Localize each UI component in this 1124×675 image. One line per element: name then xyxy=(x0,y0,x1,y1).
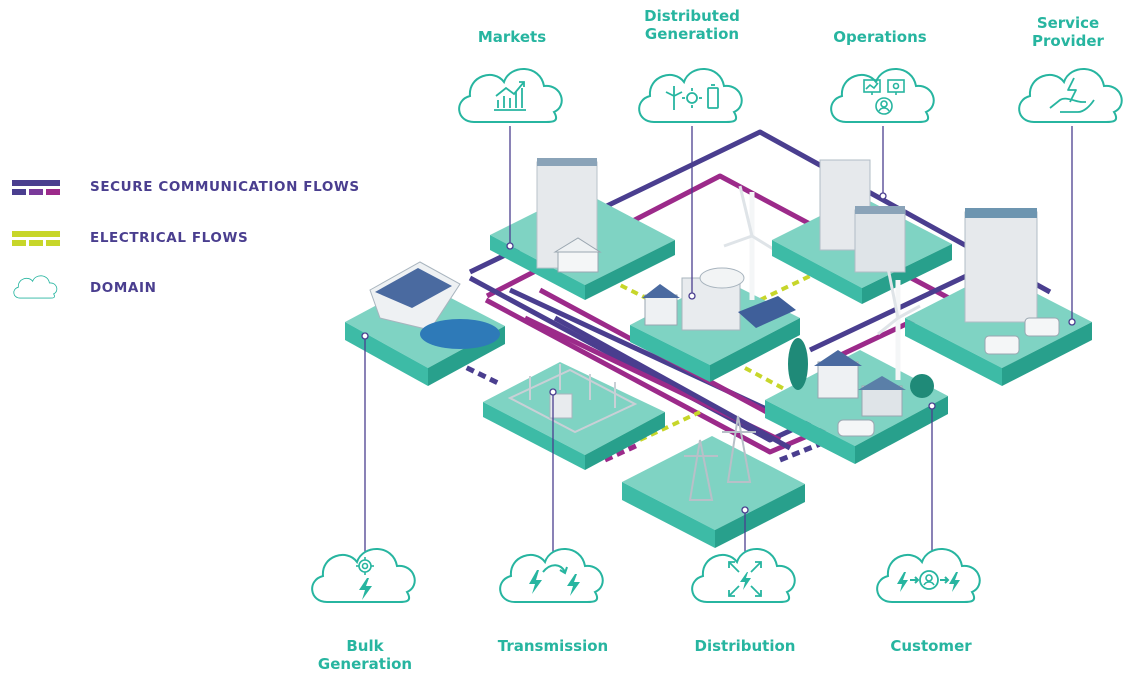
distributed-generation-cloud xyxy=(638,67,743,123)
solar-panel-array xyxy=(738,296,796,328)
electrical-flows xyxy=(609,274,811,442)
operations-tile xyxy=(772,159,952,304)
operations-cloud xyxy=(830,67,935,123)
tiles xyxy=(345,158,1092,548)
customer-tile xyxy=(765,267,948,464)
customer-house xyxy=(817,361,859,399)
markets-label: Markets xyxy=(477,28,547,46)
lightning-arrow-lightning-icon xyxy=(529,564,580,596)
service-provider-tile xyxy=(905,208,1092,386)
connectors xyxy=(361,126,1076,552)
service-van xyxy=(1024,317,1060,337)
solar-house xyxy=(644,294,678,326)
electrical-flow-line xyxy=(759,274,811,302)
secure-flow-line xyxy=(553,315,792,451)
electrical-flows-swatch-icon xyxy=(12,231,60,246)
monitors-operator-icon xyxy=(863,79,905,115)
electric-car xyxy=(837,419,875,437)
legend-secure-flows-label: SECURE COMMUNICATION FLOWS xyxy=(90,179,360,195)
distribution-cloud xyxy=(691,547,796,603)
lightning-icon xyxy=(740,572,751,590)
bulk-generation-label: Bulk Generation xyxy=(317,637,413,673)
markets-tile xyxy=(490,158,675,300)
tree xyxy=(788,338,808,390)
bar-chart-growth-icon xyxy=(494,81,526,111)
customer-label: Customer xyxy=(890,637,972,655)
transmission-tile xyxy=(483,362,665,470)
markets-cloud xyxy=(458,67,563,123)
legend-domain-label: DOMAIN xyxy=(90,280,157,296)
service-provider-label: Service Provider xyxy=(1032,14,1104,50)
legend-electrical-flows-label: ELECTRICAL FLOWS xyxy=(90,230,249,246)
secure-flows-swatch-icon xyxy=(12,180,60,195)
lightning-icon xyxy=(359,578,372,600)
secure-flow-line xyxy=(453,359,502,387)
transmission-cloud xyxy=(499,547,604,603)
domain-cloud-swatch-icon xyxy=(13,275,58,299)
service-provider-cloud xyxy=(1018,67,1123,123)
gear-lightning-icon xyxy=(356,557,374,575)
distributed-generation-label: Distributed Generation xyxy=(644,7,740,43)
water-reservoir xyxy=(420,319,500,349)
power-pylon xyxy=(684,415,756,501)
wind-sun-battery-icon xyxy=(665,84,719,110)
lightning-person-lightning-icon xyxy=(897,570,960,592)
bulk-generation-cloud xyxy=(311,547,416,603)
service-van xyxy=(984,335,1020,355)
distribution-label: Distribution xyxy=(694,637,796,655)
electrical-flow-line xyxy=(609,278,651,302)
domain-clouds xyxy=(311,67,1123,603)
tree xyxy=(910,374,934,398)
hand-lightning-icon xyxy=(1049,77,1095,113)
service-provider-tower xyxy=(964,211,1038,323)
transmission-label: Transmission xyxy=(497,637,609,655)
secure-flow-line xyxy=(603,441,642,463)
arrows-out-icon xyxy=(728,561,762,597)
bulk-generation-tile xyxy=(345,261,505,386)
customer-cloud xyxy=(876,547,981,603)
operations-label: Operations xyxy=(833,28,927,46)
distribution-tile xyxy=(622,415,805,548)
secure-flow-line xyxy=(779,441,821,463)
electrical-flow-line xyxy=(744,366,791,394)
legend xyxy=(12,180,60,299)
distributed-generation-tile xyxy=(630,185,800,382)
